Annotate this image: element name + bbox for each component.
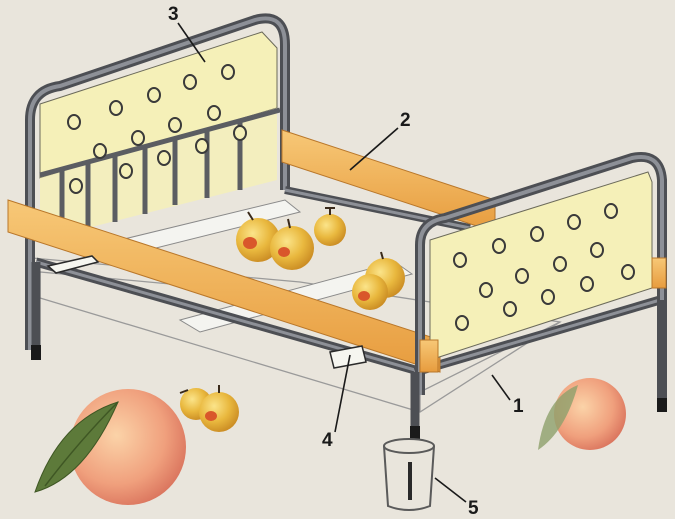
leader-lines (177, 22, 511, 503)
peach-right (538, 378, 626, 450)
apple (270, 218, 314, 270)
apple (236, 211, 280, 262)
label-2: 2 (400, 110, 411, 131)
apples-on-ground (179, 385, 239, 432)
peach-with-leaf (34, 389, 186, 505)
apple (352, 274, 388, 310)
back-panel (39, 31, 278, 179)
apple (314, 207, 346, 246)
glass-of-water (383, 438, 435, 511)
bed-legs (31, 262, 667, 440)
front-wooden-bar (7, 199, 441, 373)
clamps (46, 255, 367, 369)
apples-on-bed (236, 207, 405, 310)
label-1: 1 (513, 396, 524, 417)
bar-end-blocks (419, 257, 667, 373)
back-panel-holes (67, 64, 247, 194)
apple (199, 385, 239, 432)
front-panel-holes (453, 203, 635, 331)
headboard-spindles (39, 107, 281, 238)
label-4: 4 (322, 430, 333, 451)
front-footboard (415, 152, 667, 410)
back-headboard (25, 13, 290, 350)
label-5: 5 (468, 498, 479, 519)
label-3: 3 (168, 4, 179, 25)
